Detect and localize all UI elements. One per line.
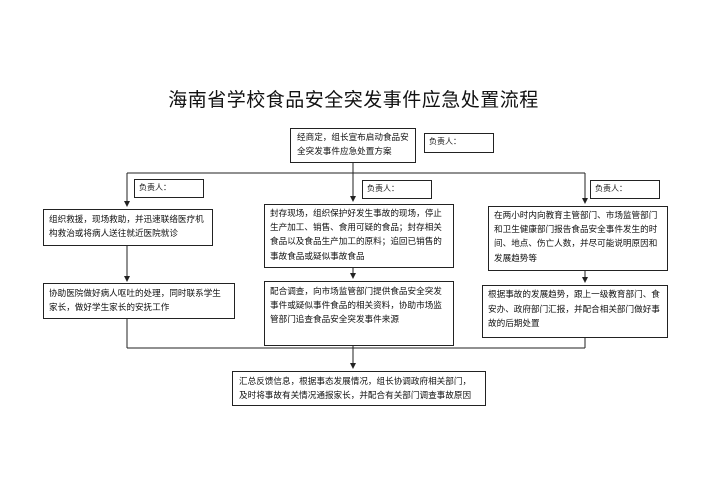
final-box: 汇总反馈信息，根据事态发展情况，组长协调政府相关部门，及时将事故有关情况通报家长… [232, 371, 486, 406]
col1-step1-text: 组织救援，现场救助，并迅速联络医疗机构救治或将病人送往就近医院就诊 [49, 215, 204, 239]
col2-step2-text: 配合调查，向市场监管部门提供食品安全突发事件或疑似事件食品的相关资料，协助市场监… [270, 287, 442, 326]
col1-step2-text: 协助医院做好病人呕吐的处理，同时联系学生家长，做好学生家长的安抚工作 [49, 289, 221, 313]
start-responsible-box: 负责人： [424, 133, 494, 153]
start-text: 经商定，组长宣布启动食品安全突发事件应急处置方案 [297, 133, 409, 157]
col2-responsible-label: 负责人： [367, 184, 399, 193]
col2-step1-text: 封存现场，组织保护好发生事故的现场，停止生产加工、销售、食用可疑的食品；封存相关… [270, 209, 442, 262]
col2-responsible-box: 负责人： [362, 180, 432, 199]
col3-step1-text: 在两小时内向教育主管部门、市场监管部门和卫生健康部门报告食品安全事件发生的时间、… [494, 211, 658, 264]
col3-step2-text: 根据事故的发展趋势，跟上一级教育部门、食安办、政府部门汇报，并配合相关部门做好事… [488, 290, 660, 330]
col1-step2-box: 协助医院做好病人呕吐的处理，同时联系学生家长，做好学生家长的安抚工作 [43, 283, 235, 319]
start-box: 经商定，组长宣布启动食品安全突发事件应急处置方案 [290, 128, 416, 163]
col3-step1-box: 在两小时内向教育主管部门、市场监管部门和卫生健康部门报告食品安全事件发生的时间、… [488, 206, 668, 271]
col3-step2-box: 根据事故的发展趋势，跟上一级教育部门、食安办、政府部门汇报，并配合相关部门做好事… [482, 285, 668, 338]
col2-step1-box: 封存现场，组织保护好发生事故的现场，停止生产加工、销售、食用可疑的食品；封存相关… [264, 204, 454, 268]
col1-responsible-label: 负责人： [139, 183, 171, 192]
col1-responsible-box: 负责人： [134, 179, 204, 198]
col3-responsible-label: 负责人： [595, 184, 627, 193]
start-responsible-label: 负责人： [429, 137, 461, 146]
col3-responsible-box: 负责人： [590, 180, 660, 199]
page-title: 海南省学校食品安全突发事件应急处置流程 [168, 89, 539, 111]
col2-step2-box: 配合调查，向市场监管部门提供食品安全突发事件或疑似事件食品的相关资料，协助市场监… [264, 281, 454, 346]
final-text: 汇总反馈信息，根据事态发展情况，组长协调政府相关部门，及时将事故有关情况通报家长… [239, 377, 472, 401]
col1-step1-box: 组织救援，现场救助，并迅速联络医疗机构救治或将病人送往就近医院就诊 [43, 209, 213, 246]
